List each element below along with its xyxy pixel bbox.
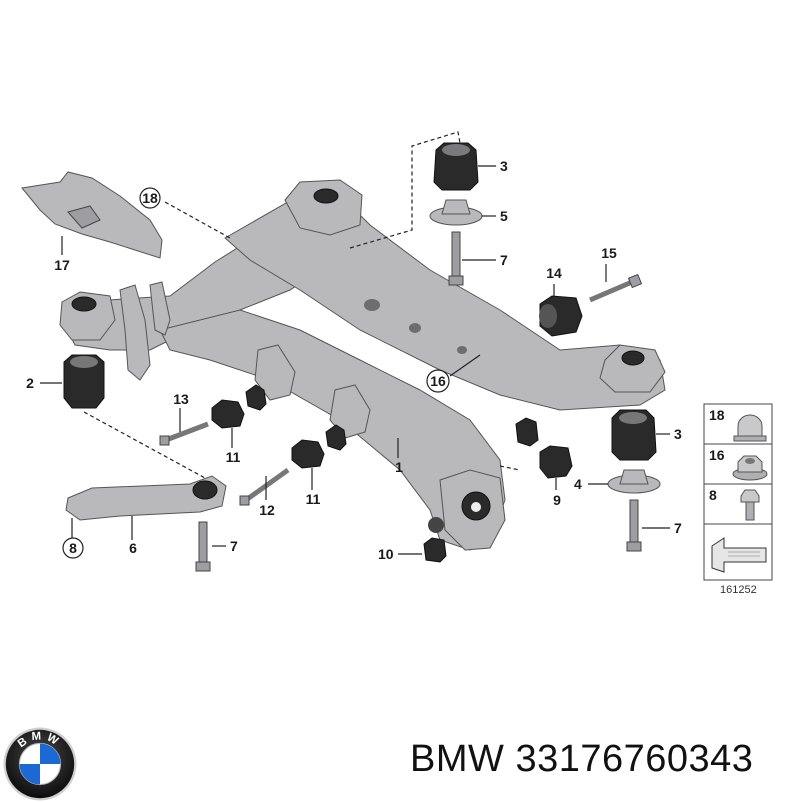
callout-18: 18	[142, 190, 158, 206]
bolt-13	[159, 421, 209, 446]
callout-8-circle	[62, 537, 84, 559]
bolt-7-left	[195, 521, 211, 572]
flange-nut-icon	[732, 455, 768, 481]
support-plate-upper	[429, 199, 483, 226]
callout-8: 8	[69, 540, 77, 556]
callout-11-lower: 11	[306, 491, 321, 507]
callout-9: 9	[553, 492, 561, 508]
callout-10: 10	[378, 546, 394, 562]
callout-15: 15	[601, 245, 617, 261]
rubber-bushing-10	[423, 517, 447, 563]
callout-16-circle	[426, 369, 450, 393]
legend-panel: 18 16 8 161252	[703, 403, 773, 596]
rubber-mount-upper	[433, 142, 479, 191]
callout-4: 4	[574, 476, 582, 492]
leader-lines	[40, 131, 670, 555]
callout-16: 16	[430, 373, 446, 389]
callout-labels: 3 5 7 18 17 14 15 16 2 13 11 12 11 1 8 6…	[26, 158, 682, 562]
legend-item-18: 18	[709, 407, 725, 423]
part-number: 33176760343	[515, 738, 754, 780]
callout-2: 2	[26, 375, 34, 391]
callout-11-upper: 11	[226, 449, 241, 465]
callout-7-left: 7	[230, 538, 238, 554]
bushing-11-upper	[211, 384, 267, 429]
callout-17: 17	[54, 257, 70, 273]
rubber-mount-2	[63, 354, 105, 409]
rear-subframe-part	[59, 179, 666, 551]
callout-3-upper: 3	[500, 158, 508, 174]
brand-name: BMW	[410, 738, 505, 780]
legend-item-16: 16	[709, 447, 725, 463]
callout-7-upper: 7	[500, 252, 508, 268]
callout-1: 1	[395, 459, 403, 475]
bushing-11-lower	[291, 424, 347, 469]
bolt-icon	[740, 489, 760, 521]
callout-3-lower: 3	[674, 426, 682, 442]
callout-7-right: 7	[674, 520, 682, 536]
bmw-logo: BMW	[3, 727, 77, 801]
heat-shield-part	[21, 171, 163, 259]
rubber-bushing-14	[539, 295, 583, 337]
trailing-link-6	[65, 475, 227, 521]
legend-item-8: 8	[709, 487, 717, 503]
callout-5: 5	[500, 208, 508, 224]
callout-14: 14	[546, 265, 562, 281]
arrow-icon	[711, 537, 767, 573]
callout-6: 6	[129, 540, 137, 556]
part-caption: BMW 33176760343	[410, 738, 753, 781]
cap-nut-icon	[733, 414, 767, 442]
callout-13: 13	[173, 391, 189, 407]
callout-12: 12	[259, 502, 275, 518]
rubber-bushing-9	[515, 417, 573, 479]
legend-code: 161252	[720, 584, 757, 596]
bolt-12	[239, 467, 290, 506]
bolt-upper	[448, 231, 464, 286]
support-plate-lower	[607, 469, 661, 494]
callout-18-circle	[139, 187, 161, 209]
rubber-mount-lower	[611, 409, 657, 461]
bolt-7-right	[626, 499, 642, 552]
bolt-15	[589, 273, 643, 303]
